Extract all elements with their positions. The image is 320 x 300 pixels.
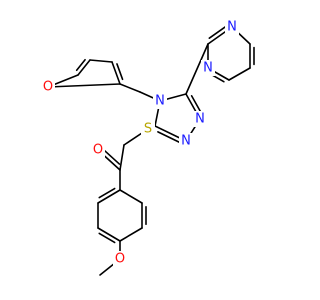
- bond-27: [119, 227, 143, 242]
- atom-label-n_pz4: N: [227, 20, 237, 35]
- atom-label-o_meo: O: [115, 252, 125, 267]
- chemical-structure: N N O N N N S O: [41, 19, 255, 276]
- atom-label-o_furan: O: [43, 80, 53, 95]
- atom-layer: N N O N N N S O: [41, 19, 239, 267]
- atom-label-n_pz1: N: [203, 61, 213, 76]
- bond-26: [97, 227, 121, 242]
- bond-11-double: [190, 94, 203, 115]
- atom-label-n_tz2: N: [195, 112, 205, 127]
- atom-label-n_tz4: N: [155, 94, 165, 109]
- atom-o_furan: O: [41, 79, 55, 95]
- bond-24-double: [98, 187, 116, 199]
- bond-24: [97, 189, 121, 204]
- bond-13: [119, 83, 141, 93]
- atom-s_thio: S: [141, 121, 155, 137]
- bond-29: [119, 189, 143, 204]
- bond-16: [77, 59, 91, 76]
- atom-label-n_tz1: N: [181, 134, 191, 149]
- atom-o_keto: O: [91, 142, 105, 158]
- atom-o_meo: O: [113, 251, 127, 267]
- bond-18: [47, 83, 121, 88]
- bond-14-double: [116, 63, 124, 81]
- atom-n_tz4: N: [153, 93, 167, 109]
- bond-6: [185, 43, 209, 95]
- atom-n_tz1: N: [179, 133, 193, 149]
- bond-14: [111, 61, 121, 85]
- atom-n_tz2: N: [193, 111, 207, 127]
- bond-15: [89, 59, 113, 63]
- bond-layer: [47, 25, 255, 276]
- bond-21: [119, 144, 125, 171]
- atom-label-s_thio: S: [144, 122, 152, 137]
- atom-n_pz4: N: [225, 19, 239, 35]
- bond-5-double: [208, 25, 227, 39]
- atom-n_pz1: N: [201, 60, 215, 76]
- bond-26-double: [98, 232, 116, 244]
- atom-label-o_keto: O: [93, 143, 103, 158]
- bond-9-double: [157, 131, 181, 144]
- bond-2: [228, 67, 251, 81]
- bond-22-double: [103, 149, 121, 165]
- bond-16-double: [75, 58, 86, 72]
